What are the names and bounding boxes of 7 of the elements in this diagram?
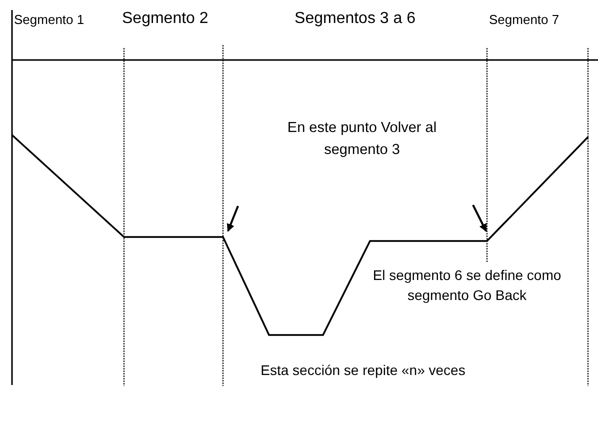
note-text: Esta sección se repite «n» veces bbox=[260, 361, 466, 380]
note-text: En este punto Volver al segmento 3 bbox=[286, 119, 438, 160]
segment-label: Segmentos 3 a 6 bbox=[294, 9, 416, 29]
segment-label: Segmento 1 bbox=[14, 11, 86, 29]
segment-label: Segmento 7 bbox=[489, 11, 560, 29]
note-text: El segmento 6 se define como segmento Go Back bbox=[372, 266, 562, 305]
segment-label: Segmento 2 bbox=[122, 9, 210, 29]
